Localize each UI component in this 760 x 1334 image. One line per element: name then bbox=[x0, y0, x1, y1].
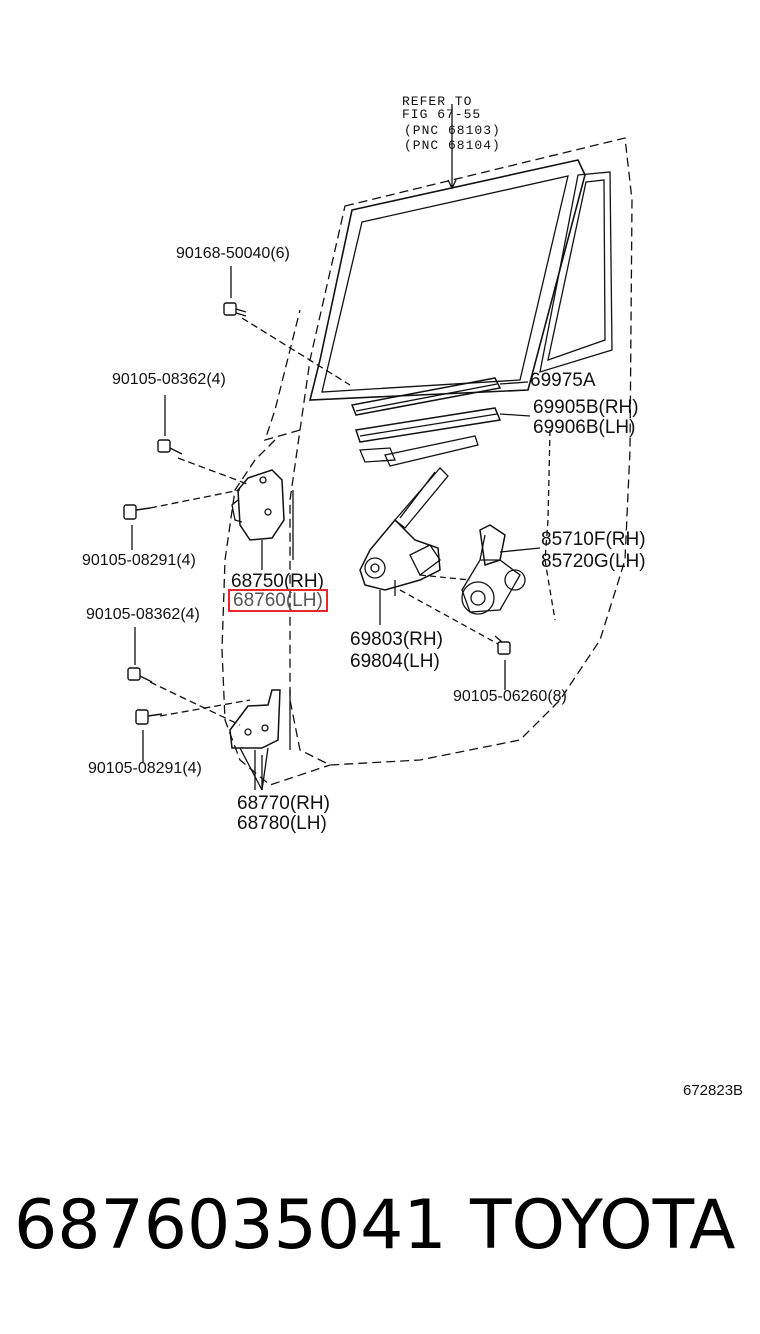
label-bolt-lower: 90105-08291(4) bbox=[88, 760, 202, 777]
diagram-code: 672823B bbox=[683, 1082, 744, 1099]
label-bolt-regulator: 90105-06260(8) bbox=[453, 688, 567, 705]
label-strip-rh: 69905B(RH) bbox=[533, 397, 639, 418]
label-regulator-lh: 69804(LH) bbox=[350, 651, 440, 672]
part-number: 6876035041 bbox=[14, 1186, 447, 1265]
refer-line-3: (PNC 68103) bbox=[404, 123, 501, 138]
label-screw-lower: 90105-08362(4) bbox=[86, 606, 200, 623]
label-regulator-rh: 69803(RH) bbox=[350, 629, 443, 650]
label-bolt-upper: 90105-08291(4) bbox=[82, 552, 196, 569]
label-motor-rh: 85710F(RH) bbox=[541, 529, 646, 550]
screw-lower-icon bbox=[127, 667, 153, 683]
bolt-90168-icon bbox=[223, 302, 247, 317]
glass-frame bbox=[308, 159, 586, 401]
door-inner-outline bbox=[221, 439, 331, 786]
screw-upper-icon bbox=[157, 439, 183, 455]
lower-hinge bbox=[229, 689, 281, 749]
bolt-lower-icon bbox=[135, 709, 163, 725]
upper-hinge bbox=[237, 469, 285, 541]
glass-strip-69905b bbox=[355, 407, 502, 443]
window-motor bbox=[479, 524, 506, 566]
brand-name: TOYOTA bbox=[470, 1186, 736, 1265]
bolt-regulator-icon bbox=[494, 635, 511, 655]
bolt-upper-icon bbox=[123, 504, 151, 520]
label-strip-lh: 69906B(LH) bbox=[533, 417, 636, 438]
weatherstrip-69975a bbox=[350, 377, 502, 416]
label-hinge-lower-rh: 68770(RH) bbox=[237, 793, 330, 814]
label-hinge-upper-lh[interactable]: 68760(LH) bbox=[228, 589, 328, 612]
window-regulator bbox=[394, 467, 449, 529]
label-screw-upper: 90105-08362(4) bbox=[112, 371, 226, 388]
refer-line-2: FIG 67-55 bbox=[402, 107, 482, 122]
label-hinge-upper-rh: 68750(RH) bbox=[231, 571, 324, 592]
label-bolt-top: 90168-50040(6) bbox=[176, 245, 290, 262]
label-weatherstrip: 69975A bbox=[530, 370, 596, 391]
refer-line-1: REFER TO bbox=[402, 94, 473, 109]
label-hinge-lower-lh: 68780(LH) bbox=[237, 813, 327, 834]
refer-line-4: (PNC 68104) bbox=[404, 138, 501, 153]
door-outline bbox=[289, 137, 633, 766]
label-motor-lh: 85720G(LH) bbox=[541, 551, 646, 572]
